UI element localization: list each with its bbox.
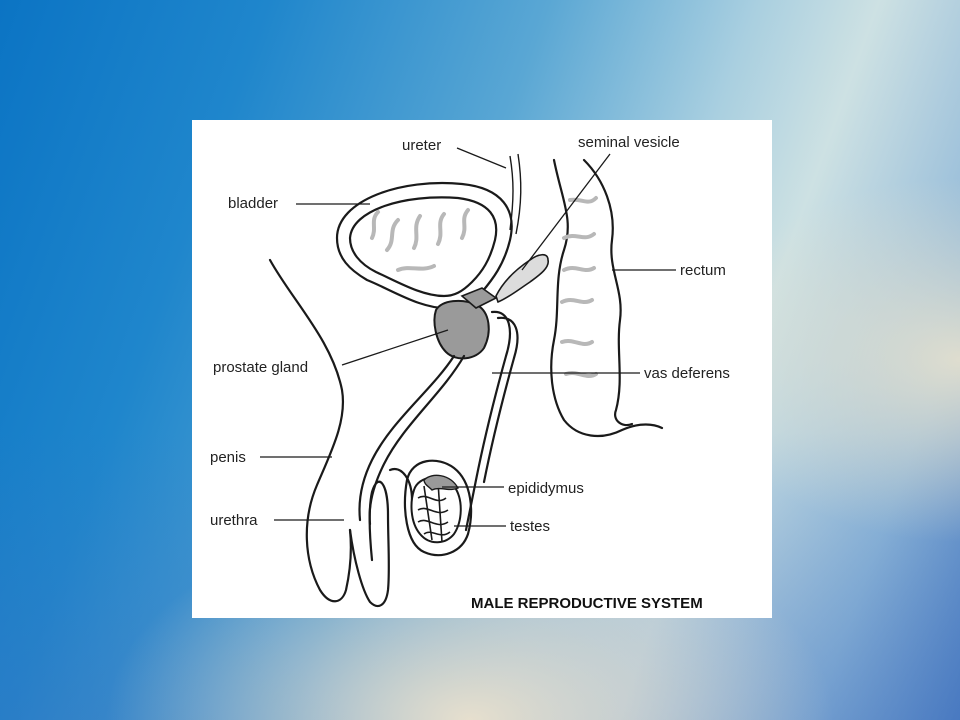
- ureter-tube: [509, 153, 522, 235]
- anatomy-diagram: ureter seminal vesicle bladder rectum pr…: [210, 134, 730, 612]
- rectum-fold: [562, 232, 596, 240]
- body-contour: [268, 258, 352, 603]
- rectum-fold: [568, 196, 598, 204]
- bladder-fold: [436, 212, 446, 246]
- ureter-leader: [456, 147, 507, 169]
- label-vas-deferens: vas deferens: [644, 365, 730, 382]
- rectum-fold: [560, 298, 594, 304]
- penis-outline: [348, 480, 390, 608]
- bladder-fold: [412, 214, 422, 250]
- urethra-tube: [358, 354, 466, 526]
- bladder-outer: [335, 182, 513, 310]
- bladder-fold: [385, 218, 400, 252]
- seminal-vesicle-shape: [495, 253, 549, 304]
- label-testes: testes: [510, 518, 550, 535]
- rectum-outer: [550, 158, 664, 437]
- bladder-fold: [460, 208, 470, 240]
- prostate-gland-leader: [341, 329, 449, 366]
- rectum-fold: [560, 339, 594, 346]
- bladder-inner: [348, 196, 498, 298]
- prostate-gland-shape: [433, 299, 490, 360]
- bladder-fold: [396, 264, 436, 272]
- label-penis: penis: [210, 449, 246, 466]
- testes-lobules: [417, 481, 451, 543]
- diagram-caption: MALE REPRODUCTIVE SYSTEM: [471, 595, 703, 612]
- bladder-fold: [370, 210, 380, 240]
- label-rectum: rectum: [680, 262, 726, 279]
- label-seminal-vesicle: seminal vesicle: [578, 134, 680, 151]
- label-bladder: bladder: [228, 195, 278, 212]
- seminal-vesicle-leader: [521, 153, 611, 271]
- epididymus-shape: [423, 474, 459, 491]
- label-prostate-gland: prostate gland: [213, 359, 308, 376]
- rectum-fold: [562, 266, 596, 272]
- anatomy-figure: ureter seminal vesicle bladder rectum pr…: [192, 120, 772, 618]
- label-epididymus: epididymus: [508, 480, 584, 497]
- label-ureter: ureter: [402, 137, 441, 154]
- scrotum-outline: [403, 459, 473, 557]
- rectum-inner: [582, 158, 634, 427]
- label-urethra: urethra: [210, 512, 258, 529]
